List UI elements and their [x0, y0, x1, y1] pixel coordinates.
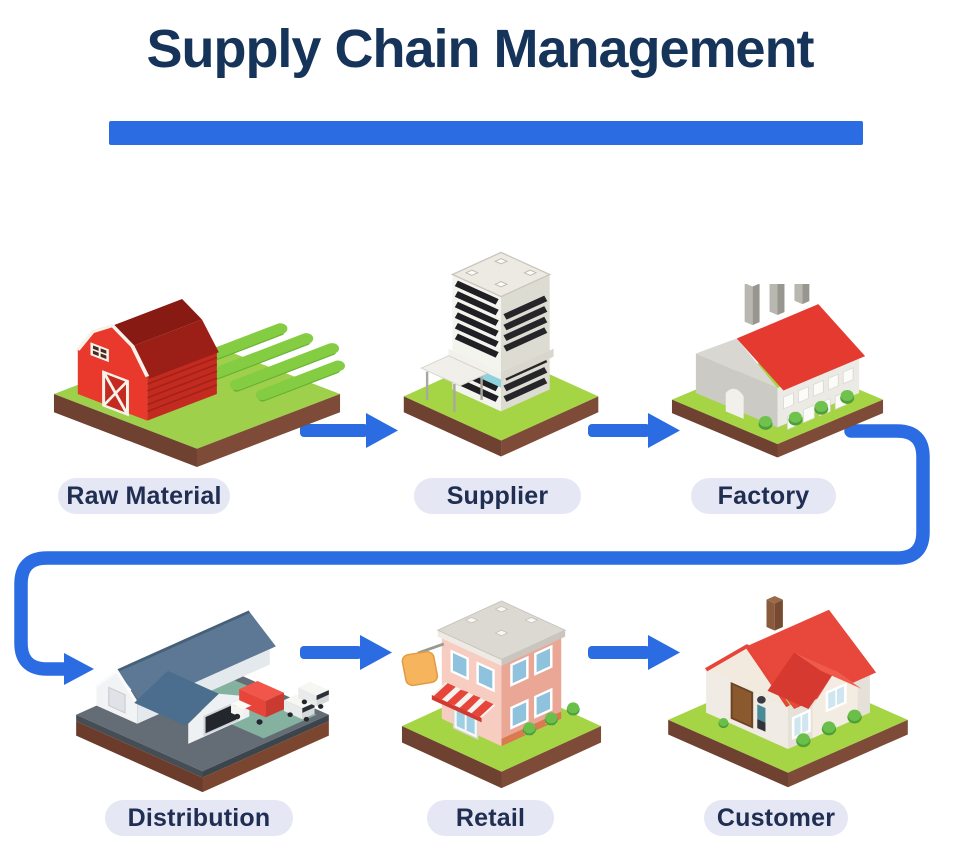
white-van [284, 694, 315, 722]
barn-farm-icon [53, 299, 346, 467]
shop-sign [401, 642, 445, 687]
red-truck [231, 680, 284, 725]
title-underline-bar [109, 121, 863, 145]
label-factory: Factory [691, 478, 836, 514]
factory-illustration [666, 284, 890, 460]
person-at-door [757, 696, 766, 732]
chimney [766, 596, 783, 631]
house-bushes [718, 709, 862, 748]
white-van-2 [298, 681, 329, 709]
office-tower [448, 251, 554, 412]
house-icon [668, 596, 908, 788]
shop-building [436, 600, 567, 747]
label-customer: Customer [704, 800, 848, 836]
arrow-raw-to-supplier [300, 413, 398, 448]
shop-bushes [522, 702, 580, 737]
label-distribution: Distribution [105, 800, 293, 836]
arrow-distribution-to-retail [300, 635, 392, 670]
house-building [704, 596, 877, 750]
customer-illustration [660, 576, 916, 790]
arrow-retail-to-customer [588, 635, 680, 670]
label-raw-material: Raw Material [58, 478, 230, 514]
office-building-icon [403, 251, 599, 457]
retail-illustration [394, 580, 608, 790]
warehouse-trucks-icon [76, 610, 329, 793]
front-gable-wing [767, 652, 862, 739]
barn-building [76, 299, 219, 421]
striped-awning [431, 682, 496, 723]
front-door [730, 681, 754, 729]
label-supplier: Supplier [414, 478, 581, 514]
page-title: Supply Chain Management [146, 19, 814, 79]
factory-chimneys [744, 284, 810, 326]
raw-material-illustration [48, 280, 346, 470]
distribution-illustration [68, 598, 338, 794]
shop-building-icon [401, 600, 602, 789]
factory-building-icon [671, 284, 884, 458]
supplier-illustration [396, 248, 610, 460]
arrow-supplier-to-factory [588, 413, 680, 448]
entrance-canopy [420, 355, 489, 413]
factory-bushes [758, 390, 855, 430]
label-retail: Retail [427, 800, 554, 836]
connector-factory-to-distribution [14, 424, 930, 685]
